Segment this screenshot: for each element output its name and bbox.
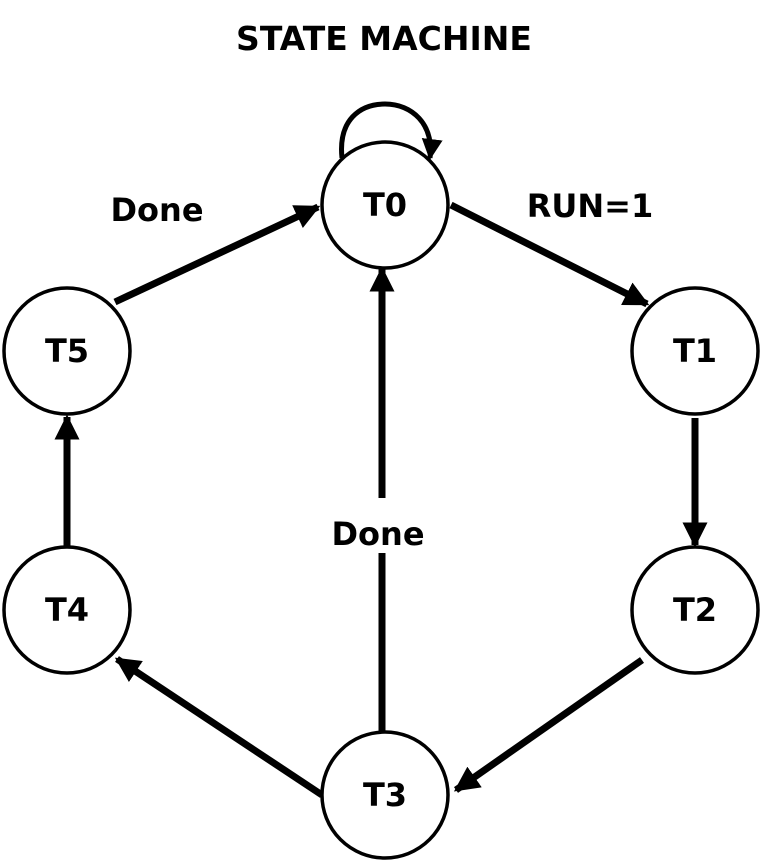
edge-t2-to-t3 bbox=[453, 657, 645, 793]
state-circle bbox=[320, 140, 450, 270]
edge-t3-to-t4 bbox=[114, 656, 324, 798]
edge-label-run: RUN=1 bbox=[527, 187, 653, 225]
state-node-t3: T3 bbox=[320, 730, 450, 860]
state-circle bbox=[320, 730, 450, 860]
state-label: T5 bbox=[45, 332, 89, 370]
diagram-title: STATE MACHINE bbox=[236, 19, 532, 58]
edge-t5-to-t0 bbox=[113, 203, 321, 306]
edge-t0-to-t0 bbox=[339, 101, 443, 161]
state-circle bbox=[2, 545, 132, 675]
state-node-t2: T2 bbox=[630, 545, 760, 675]
state-node-t5: T5 bbox=[2, 286, 132, 416]
state-label: T4 bbox=[45, 591, 89, 629]
state-label: T0 bbox=[363, 186, 407, 224]
state-node-t1: T1 bbox=[630, 286, 760, 416]
edge-label-done-t3-t0: Done bbox=[331, 515, 424, 553]
edge-label-done-t5-t0: Done bbox=[110, 191, 203, 229]
state-circle bbox=[630, 286, 760, 416]
edge-label-backdrop bbox=[326, 498, 438, 553]
state-label: T3 bbox=[363, 776, 407, 814]
state-node-t4: T4 bbox=[2, 545, 132, 675]
state-circle bbox=[630, 545, 760, 675]
state-node-t0: T0 bbox=[320, 140, 450, 270]
state-label: T2 bbox=[673, 591, 717, 629]
state-label: T1 bbox=[673, 332, 717, 370]
state-circle bbox=[2, 286, 132, 416]
edge-t0-to-t1 bbox=[449, 201, 650, 308]
